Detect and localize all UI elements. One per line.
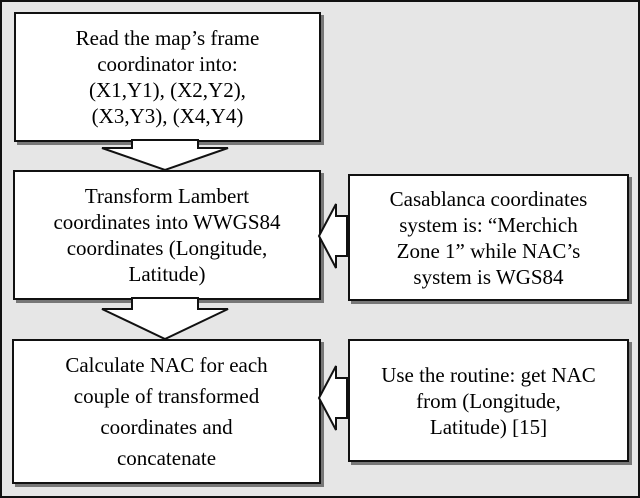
node-routine-note: Use the routine: get NAC from (Longitude… (348, 339, 629, 462)
node-text-line: Latitude) (128, 262, 206, 286)
node-casablanca-note-text: Casablanca coordinates system is: “Merch… (390, 186, 588, 290)
node-calculate-text: Calculate NAC for each couple of transfo… (65, 350, 267, 474)
node-text-line: coordinates (Longitude, (66, 236, 268, 260)
node-text-line: (X1,Y1), (X2,Y2), (89, 78, 246, 102)
node-text-line: (X3,Y3), (X4,Y4) (91, 104, 244, 128)
node-text-line: from (Longitude, (416, 388, 561, 413)
node-text-line: coordinates and (100, 414, 233, 439)
node-text-line: Latitude) [15] (429, 414, 548, 439)
node-text-line: Casablanca coordinates (389, 186, 588, 211)
node-text-line: Zone 1” while NAC’s (396, 238, 581, 263)
node-casablanca-note: Casablanca coordinates system is: “Merch… (348, 174, 629, 301)
node-text-line: coordinates into WWGS84 (53, 210, 281, 234)
node-text-line: Read the map’s frame (75, 26, 260, 50)
node-calculate: Calculate NAC for each couple of transfo… (12, 339, 321, 484)
node-text-line: Use the routine: get NAC (381, 362, 596, 387)
node-text-line: Transform Lambert (84, 184, 250, 208)
node-read-frame-text: Read the map’s frame coordinator into: (… (76, 25, 260, 129)
node-text-line: system is WGS84 (413, 264, 564, 289)
node-text-line: coordinator into: (97, 52, 238, 76)
node-transform: Transform Lambert coordinates into WWGS8… (13, 170, 321, 300)
node-routine-note-text: Use the routine: get NAC from (Longitude… (381, 362, 596, 440)
node-read-frame: Read the map’s frame coordinator into: (… (14, 12, 321, 142)
node-text-line: system is: “Merchich (399, 212, 578, 237)
node-transform-text: Transform Lambert coordinates into WWGS8… (53, 183, 280, 287)
node-text-line: couple of transformed (73, 383, 260, 408)
node-text-line: Calculate NAC for each (65, 352, 268, 377)
node-text-line: concatenate (116, 445, 217, 470)
